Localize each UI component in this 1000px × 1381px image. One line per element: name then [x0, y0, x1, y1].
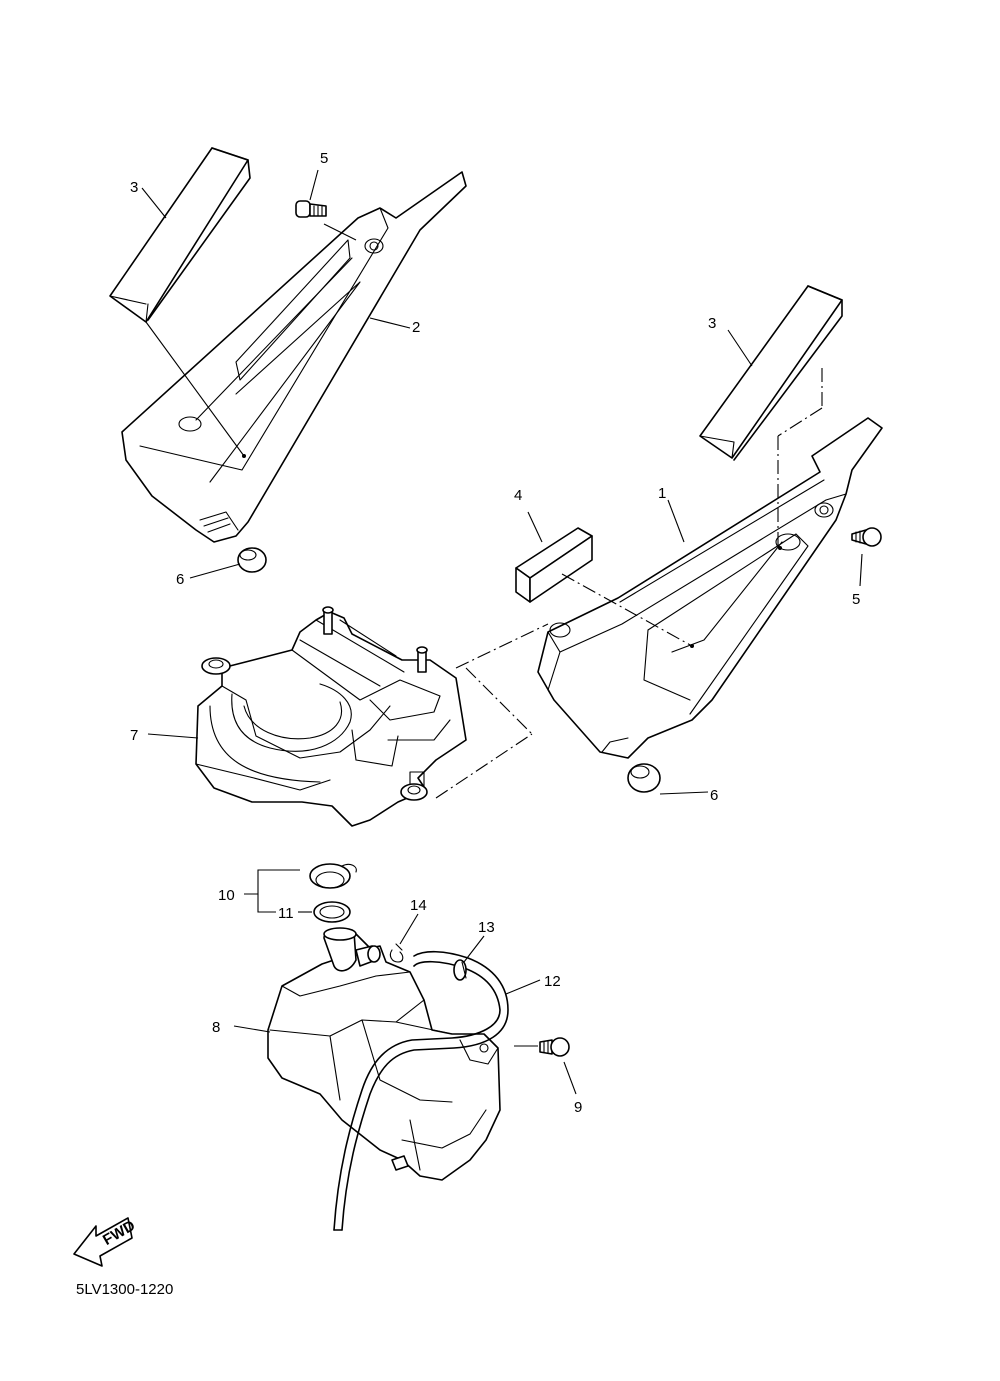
- callout-14: 14: [410, 897, 427, 914]
- callout-6-right: 6: [710, 787, 718, 804]
- part-5-screw-left: [295, 200, 327, 218]
- callout-1: 1: [658, 485, 666, 502]
- callout-3-left: 3: [130, 179, 138, 196]
- callout-6-left: 6: [176, 571, 184, 588]
- callout-10: 10: [218, 887, 235, 904]
- part-7-battery-box: [195, 606, 467, 827]
- part-6-grommet-left: [237, 547, 267, 573]
- part-3-pad-right: [699, 285, 843, 461]
- callout-13: 13: [478, 919, 495, 936]
- callout-5-right: 5: [852, 591, 860, 608]
- part-9-bolt: [539, 1037, 570, 1057]
- callout-labels: 3 5 2 6 3 4 1 5 6 7 10 11 14 13 12 8 9: [130, 150, 860, 1116]
- callout-3-right: 3: [708, 315, 716, 332]
- callout-2: 2: [412, 319, 420, 336]
- callout-8: 8: [212, 1019, 220, 1036]
- diagram-part-code: 5LV1300-1220: [76, 1281, 173, 1298]
- part-6-grommet-right: [627, 763, 661, 793]
- callout-12: 12: [544, 973, 561, 990]
- assembly-guide-lines: [435, 368, 823, 799]
- leader-lines: [141, 169, 863, 1095]
- part-10-cap-seal-large: [309, 863, 357, 889]
- part-1-side-cover-right: [537, 417, 883, 759]
- part-5-screw-right: [851, 527, 882, 547]
- part-8-reservoir-tank: [267, 927, 501, 1181]
- part-3-pad-left: [109, 147, 251, 323]
- part-14-clip: [389, 943, 404, 963]
- part-4-pad-small: [515, 527, 593, 603]
- part-2-side-cover-left: [121, 171, 467, 543]
- callout-11: 11: [278, 905, 294, 922]
- fwd-arrow-icon: FWD: [73, 1217, 138, 1267]
- callout-9: 9: [574, 1099, 582, 1116]
- part-13-hose-clamp: [453, 959, 467, 981]
- callout-4: 4: [514, 487, 522, 504]
- part-11-cap-seal-small: [313, 901, 351, 923]
- callout-7: 7: [130, 727, 138, 744]
- callout-5-left: 5: [320, 150, 328, 167]
